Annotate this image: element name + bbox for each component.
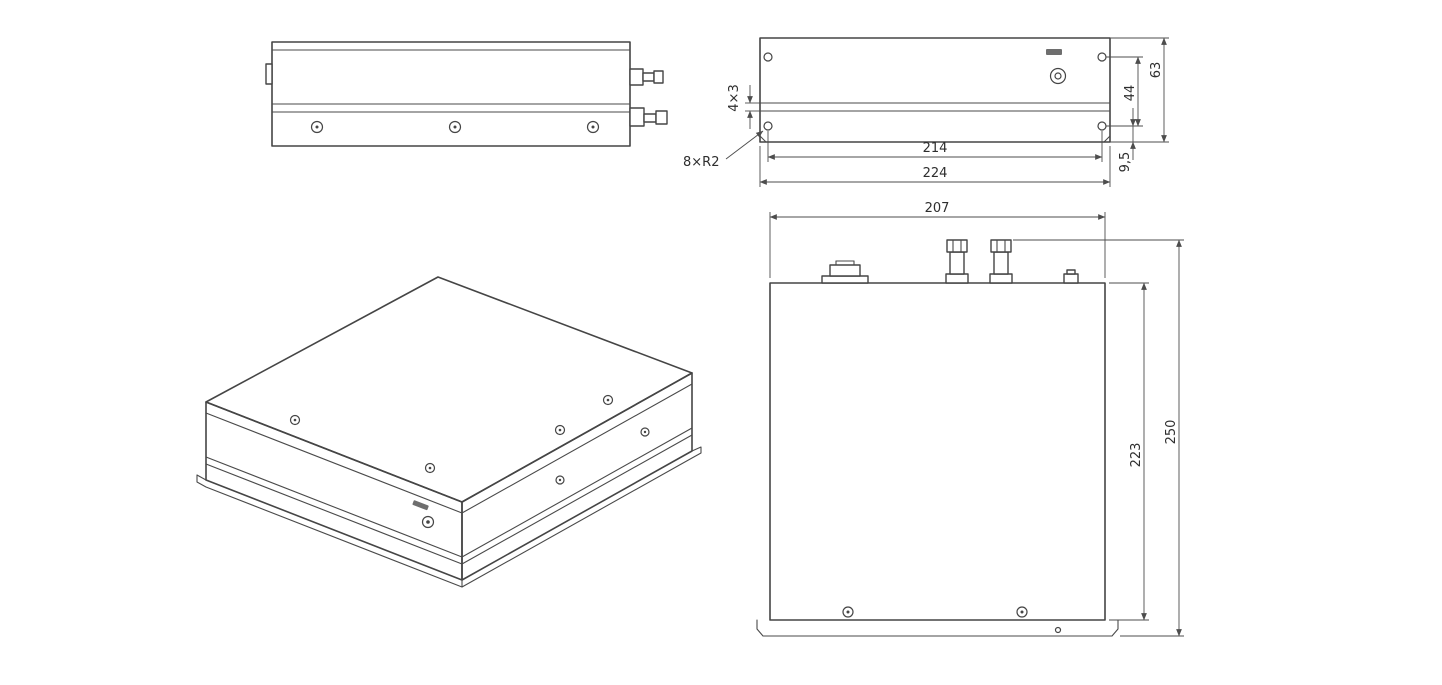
dimension-8xR2: 8×R2 — [683, 130, 764, 170]
iso-flange-seam — [205, 456, 463, 558]
dimension-44: 44 — [1106, 56, 1143, 127]
front-view-outline — [759, 37, 1111, 143]
iso-flange-seam — [205, 463, 463, 565]
screw-icon — [586, 120, 600, 134]
top-view-outline — [769, 282, 1106, 621]
iso-right-face — [461, 372, 693, 581]
mounting-hole — [763, 52, 773, 62]
dim-label-63: 63 — [1149, 62, 1164, 79]
corner-bevel — [1103, 135, 1111, 143]
dimension-224: 224 — [759, 146, 1111, 187]
top-view: 207 223 250 — [756, 201, 1184, 637]
iso-front-face — [205, 401, 463, 581]
dim-label-207: 207 — [925, 201, 950, 216]
mounting-hole — [1097, 52, 1107, 62]
panel-connector-pin — [1054, 72, 1062, 80]
screw-icon — [424, 462, 436, 474]
square-connector — [821, 260, 869, 284]
logo-mark — [1046, 49, 1062, 55]
screw-icon — [602, 394, 614, 406]
panel-connector-pin — [426, 520, 430, 524]
side-left-feature — [265, 63, 273, 85]
side-view — [265, 41, 668, 147]
dimension-63: 63 — [1110, 37, 1169, 143]
iso-top-face — [205, 276, 693, 503]
side-view-outline — [271, 41, 631, 147]
side-connector-upper — [629, 68, 664, 86]
logo-mark — [412, 500, 429, 511]
screw-icon — [289, 414, 301, 426]
front-view: 214 224 44 63 9,5 — [683, 37, 1169, 187]
dim-label-44: 44 — [1123, 85, 1138, 102]
small-connector — [1063, 269, 1079, 284]
dimension-207: 207 — [769, 201, 1106, 278]
screw-icon — [842, 606, 854, 618]
iso-flange-lip — [196, 446, 702, 588]
screw-icon — [555, 475, 565, 485]
dim-label-8xR2: 8×R2 — [683, 155, 719, 170]
dim-label-4x3: 4×3 — [727, 84, 742, 111]
mounting-hole — [763, 121, 773, 131]
screw-icon — [310, 120, 324, 134]
corner-bevel — [759, 135, 767, 143]
screw-icon — [448, 120, 462, 134]
screw-icon — [640, 427, 650, 437]
dim-label-9-5: 9,5 — [1118, 152, 1133, 173]
dimension-4x3: 4×3 — [727, 84, 760, 129]
iso-flange-seam — [461, 434, 693, 565]
dimension-214: 214 — [767, 131, 1103, 162]
screw-icon — [554, 424, 566, 436]
flange-hole — [1054, 626, 1062, 634]
mounting-hole — [1097, 121, 1107, 131]
side-connector-lower — [629, 107, 668, 127]
iso-lid-seam — [461, 383, 693, 514]
isometric-view — [196, 276, 702, 588]
dim-label-224: 224 — [923, 166, 948, 181]
dim-label-250: 250 — [1164, 420, 1179, 445]
dim-label-223: 223 — [1129, 443, 1144, 468]
coax-connector — [989, 239, 1013, 284]
dimension-9-5: 9,5 — [1106, 108, 1138, 172]
top-flange — [756, 619, 1119, 637]
dimension-250: 250 — [1013, 239, 1184, 637]
dim-label-214: 214 — [923, 141, 948, 156]
screw-icon — [1016, 606, 1028, 618]
dimension-223: 223 — [1109, 282, 1149, 621]
coax-connector — [945, 239, 969, 284]
iso-flange-seam — [461, 427, 693, 558]
iso-lid-seam — [205, 412, 463, 514]
